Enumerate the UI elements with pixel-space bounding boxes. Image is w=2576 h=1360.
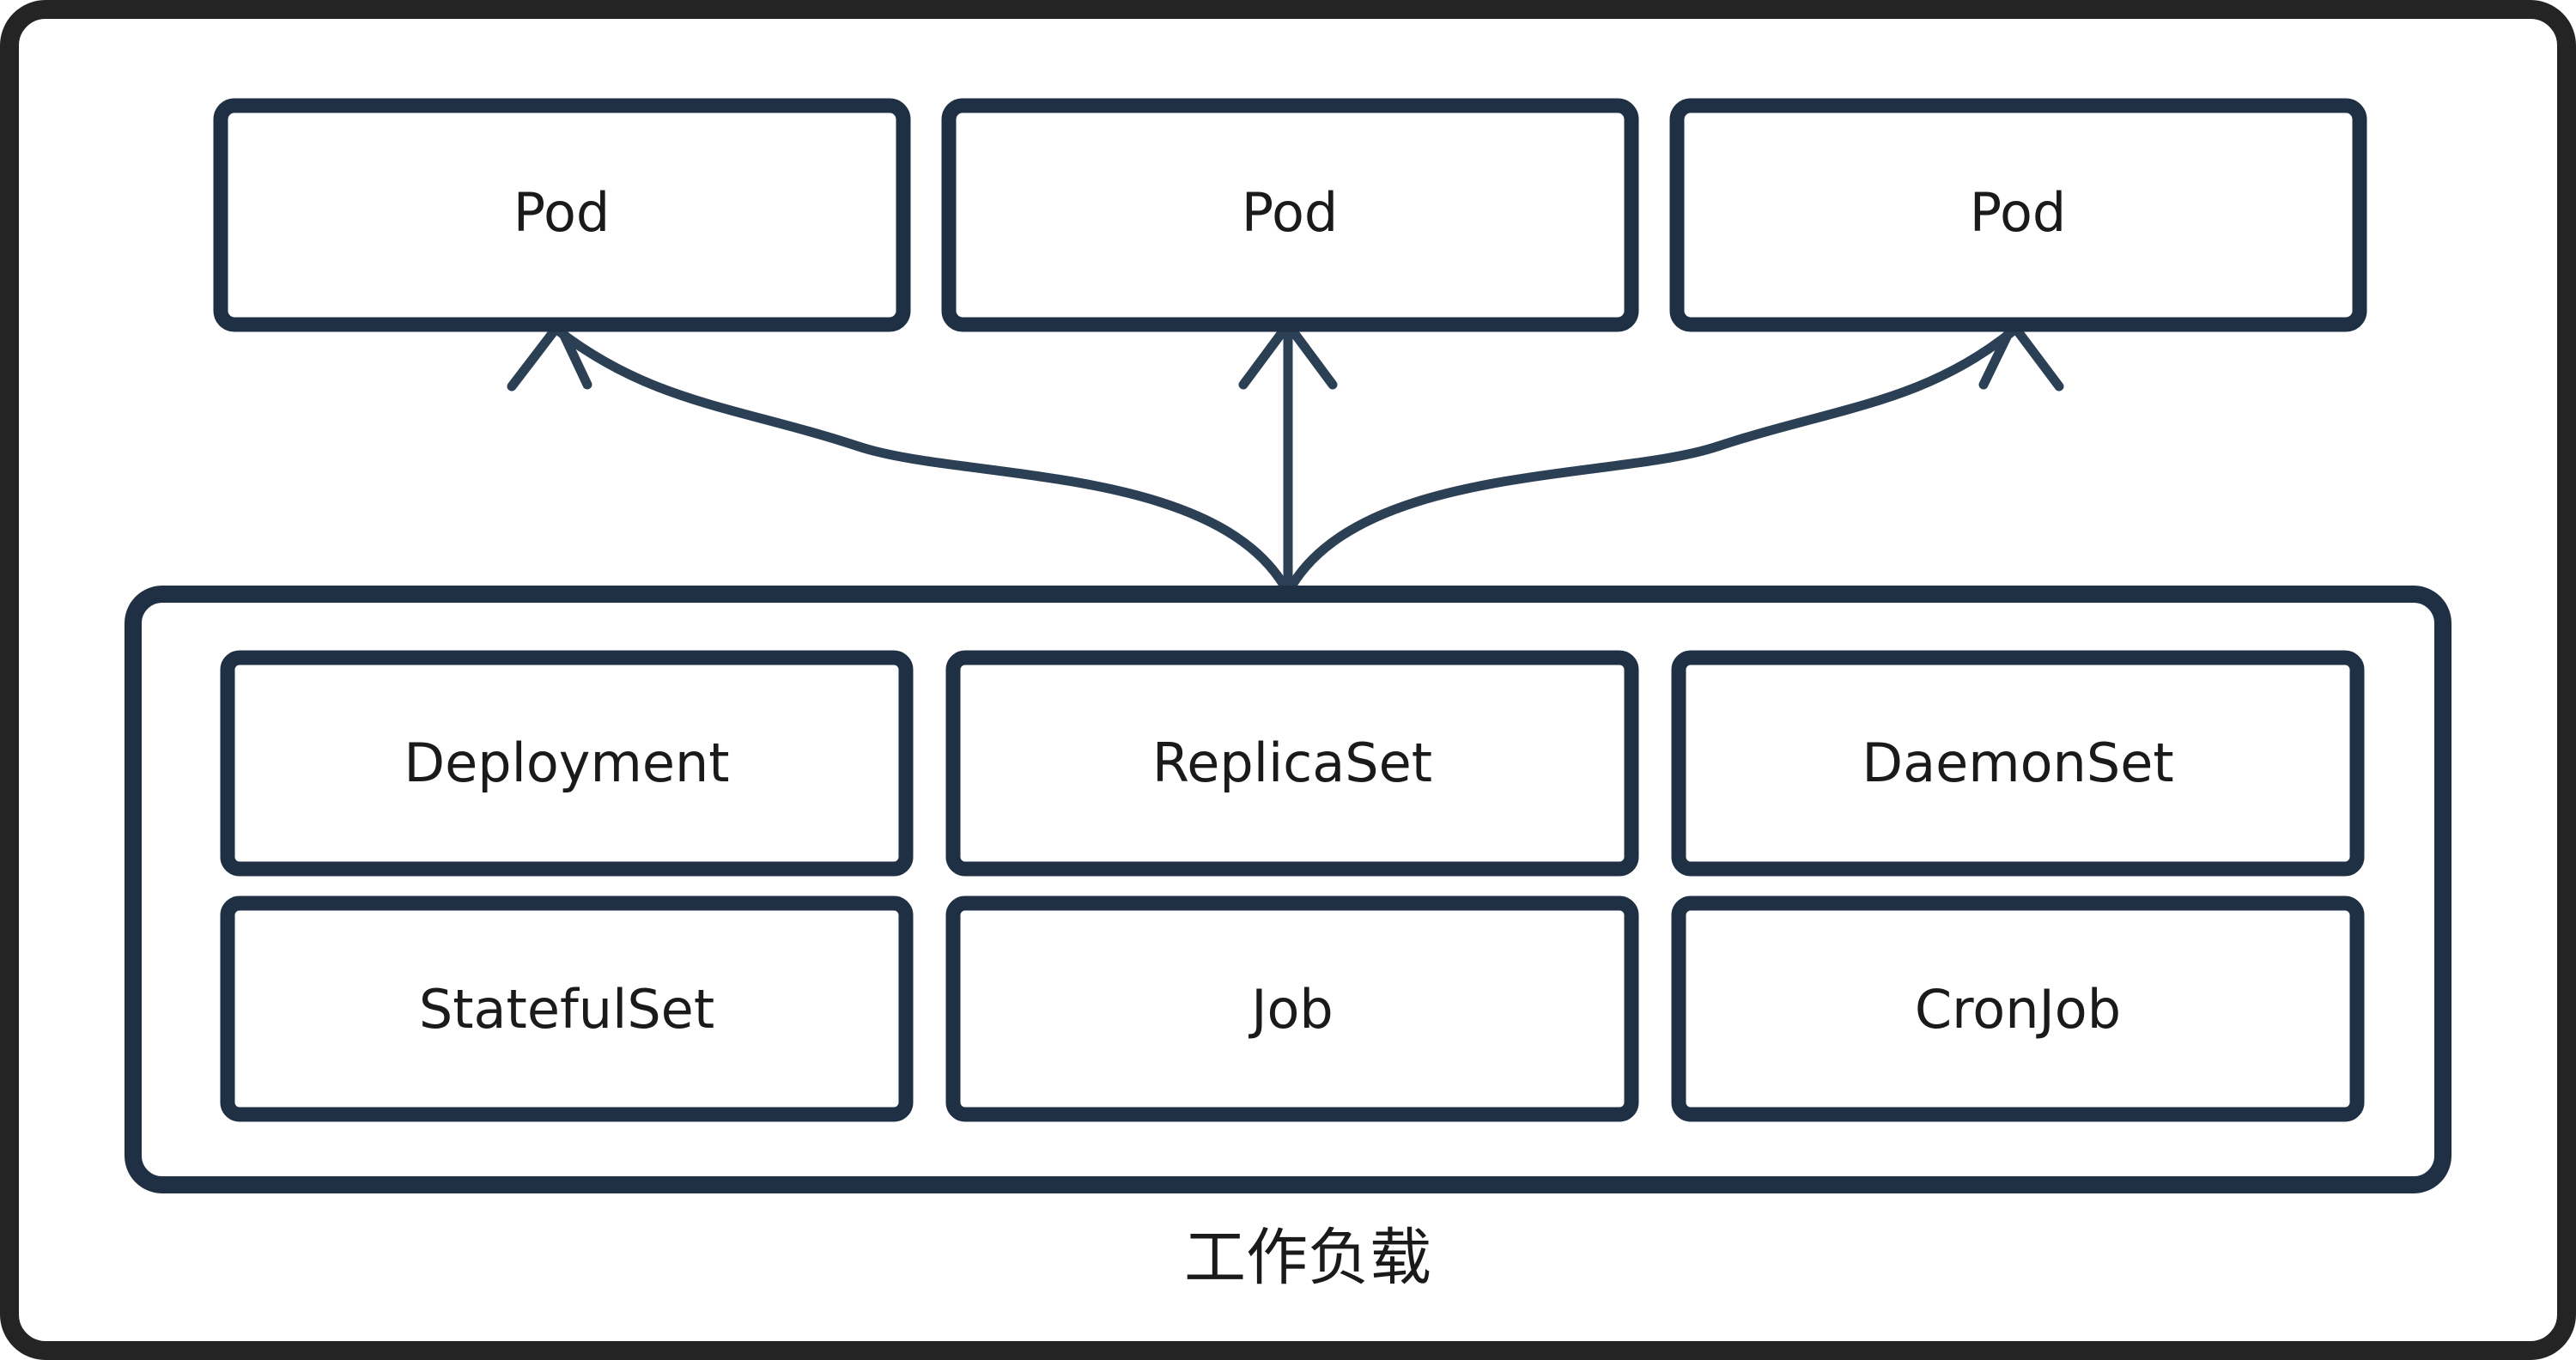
pod-node-2-label: Pod <box>1242 181 1338 244</box>
arrowhead-pod-3 <box>1978 319 2064 392</box>
pod-node-3-label: Pod <box>1970 181 2066 244</box>
workload-group-caption: 工作负载 <box>1184 1222 1431 1294</box>
edge-workload-to-pod-3 <box>1283 325 2019 598</box>
pod-node-1-box[interactable] <box>213 98 911 332</box>
workload-row-1: Deployment ReplicaSet DaemonSet <box>220 650 2365 877</box>
workload-node-job[interactable]: Job <box>945 896 1639 1122</box>
pod-node-3-box[interactable] <box>1669 98 2367 332</box>
workload-node-daemonset[interactable]: DaemonSet <box>1671 650 2365 877</box>
pod-node-2-box[interactable] <box>941 98 1639 332</box>
workload-row-2: StatefulSet Job CronJob <box>220 896 2365 1122</box>
workload-node-deployment[interactable]: Deployment <box>220 650 914 877</box>
workload-group[interactable]: Deployment ReplicaSet DaemonSet Stateful… <box>125 586 2451 1193</box>
workload-node-daemonset-box[interactable] <box>1671 650 2365 877</box>
workload-node-statefulset-box[interactable] <box>220 896 914 1122</box>
workload-node-job-label: Job <box>1248 978 1334 1041</box>
workload-node-replicaset-box[interactable] <box>945 650 1639 877</box>
edge-workload-to-pod-1 <box>553 325 1293 598</box>
workload-node-statefulset[interactable]: StatefulSet <box>220 896 914 1122</box>
workload-node-deployment-box[interactable] <box>220 650 914 877</box>
workload-node-job-box[interactable] <box>945 896 1639 1122</box>
workload-node-cronjob-label: CronJob <box>1915 978 2121 1041</box>
pod-node-1[interactable]: Pod <box>213 98 911 332</box>
workload-node-replicaset[interactable]: ReplicaSet <box>945 650 1639 877</box>
pod-node-2[interactable]: Pod <box>941 98 1639 332</box>
edge-group <box>507 319 2064 598</box>
workload-node-cronjob-box[interactable] <box>1671 896 2365 1122</box>
pod-node-3[interactable]: Pod <box>1669 98 2367 332</box>
arrowhead-pod-1 <box>507 319 592 392</box>
workload-node-replicaset-label: ReplicaSet <box>1152 732 1432 794</box>
workload-node-daemonset-label: DaemonSet <box>1862 732 2173 794</box>
workload-node-cronjob[interactable]: CronJob <box>1671 896 2365 1122</box>
pod-row: Pod Pod Pod <box>213 98 2367 332</box>
workload-node-statefulset-label: StatefulSet <box>419 978 714 1041</box>
workload-node-deployment-label: Deployment <box>404 732 729 794</box>
pod-node-1-label: Pod <box>513 181 610 244</box>
